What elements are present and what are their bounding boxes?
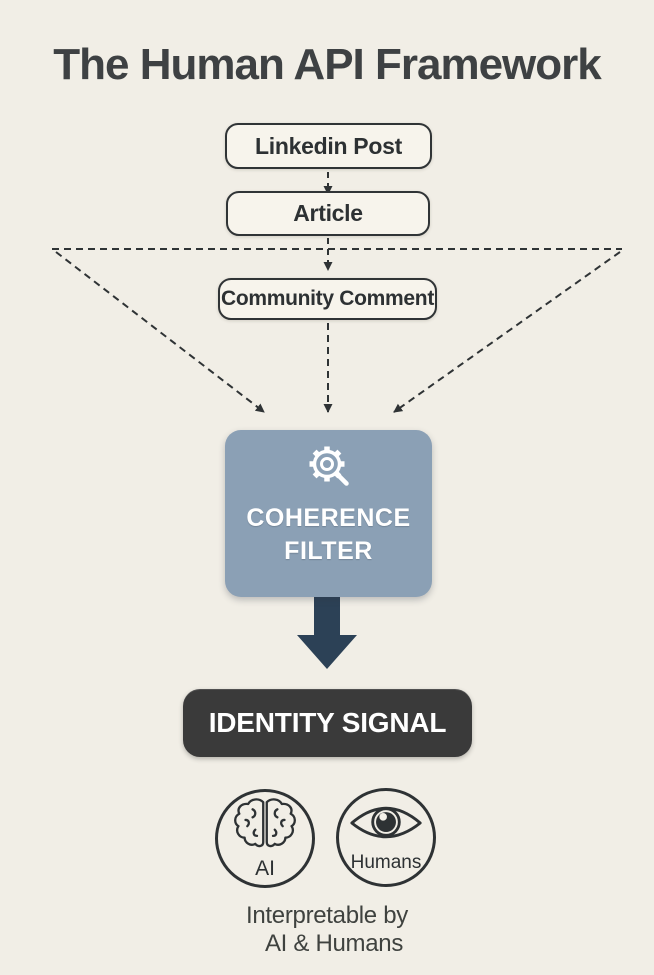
coherence-filter-label: COHERENCE FILTER <box>246 502 410 568</box>
caption-line1: Interpretable by <box>246 902 408 929</box>
gear-magnifier-icon <box>303 443 355 496</box>
page-title: The Human API Framework <box>53 40 602 89</box>
flow-node-label: Linkedin Post <box>255 132 402 159</box>
humans-circle: Humans <box>336 788 436 887</box>
brain-icon <box>234 796 296 856</box>
caption-line2: AI & Humans <box>264 930 404 957</box>
caption: Interpretable by AI & Humans <box>0 902 654 958</box>
flow-node-article: Article <box>226 191 430 236</box>
flow-node-linkedin-post: Linkedin Post <box>225 123 432 169</box>
flow-node-community-comment: Community Comment <box>218 278 437 320</box>
ai-circle: AI <box>215 789 315 888</box>
coherence-filter-line1: COHERENCE <box>246 504 411 532</box>
humans-label: Humans <box>350 852 422 873</box>
eye-icon <box>348 801 424 850</box>
coherence-filter-line2: FILTER <box>284 537 373 565</box>
flow-node-label: Community Comment <box>220 287 435 310</box>
identity-signal-label: IDENTITY SIGNAL <box>208 707 447 738</box>
arrow-left-to-filter <box>55 251 265 413</box>
flow-node-label: Article <box>293 200 363 226</box>
arrow-right-to-filter <box>393 251 621 413</box>
identity-signal-box: IDENTITY SIGNAL <box>183 689 472 757</box>
coherence-filter-box: COHERENCE FILTER <box>225 430 432 597</box>
filter-to-identity-arrow <box>297 594 357 669</box>
ai-label: AI <box>255 857 275 880</box>
